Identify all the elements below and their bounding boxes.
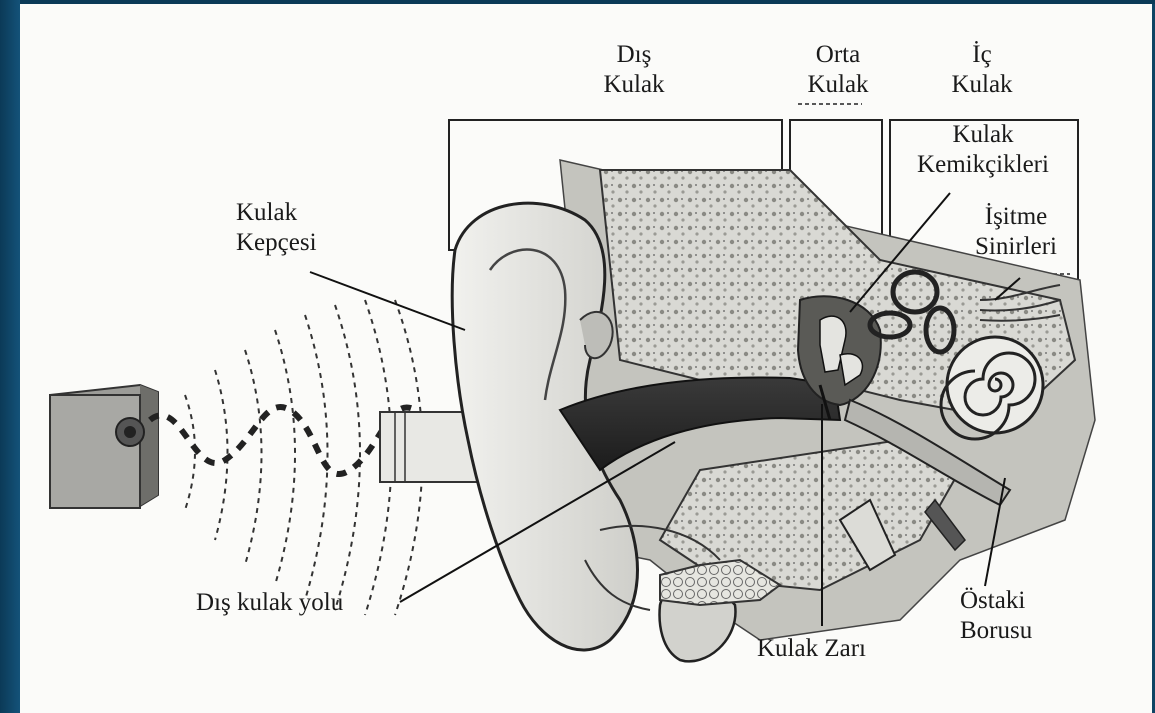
- label-kulak-kemikcikleri-line1: Kulak: [888, 120, 1078, 150]
- label-orta-kulak: Orta Kulak: [788, 40, 888, 100]
- label-isitme-sinirleri: İşitme Sinirleri: [946, 202, 1086, 262]
- label-kulak-kemikcikleri: Kulak Kemikçikleri: [888, 120, 1078, 180]
- label-isitme-sinirleri-line1: İşitme: [946, 202, 1086, 232]
- label-kulak-kepcesi-line1: Kulak: [236, 198, 317, 228]
- label-dis-kulak: Dış Kulak: [584, 40, 684, 100]
- label-orta-kulak-line1: Orta: [788, 40, 888, 70]
- label-kulak-kepcesi: Kulak Kepçesi: [236, 198, 317, 258]
- label-ostaki-borusu-line1: Östaki: [960, 586, 1032, 616]
- label-kulak-zari: Kulak Zarı: [757, 634, 866, 664]
- label-dis-kulak-line1: Dış: [584, 40, 684, 70]
- label-dis-kulak-line2: Kulak: [584, 70, 684, 100]
- label-ic-kulak-line2: Kulak: [932, 70, 1032, 100]
- label-kulak-kepcesi-line2: Kepçesi: [236, 228, 317, 258]
- label-ic-kulak-line1: İç: [932, 40, 1032, 70]
- label-isitme-sinirleri-line2: Sinirleri: [946, 232, 1086, 262]
- speaker-icon: [50, 385, 158, 508]
- label-ic-kulak: İç Kulak: [932, 40, 1032, 100]
- label-ostaki-borusu: Östaki Borusu: [960, 586, 1032, 646]
- label-dis-kulak-yolu: Dış kulak yolu: [196, 588, 343, 618]
- label-ostaki-borusu-line2: Borusu: [960, 616, 1032, 646]
- label-orta-kulak-line2: Kulak: [788, 70, 888, 100]
- leader-kulak-kepcesi: [310, 272, 465, 330]
- label-kulak-kemikcikleri-line2: Kemikçikleri: [888, 150, 1078, 180]
